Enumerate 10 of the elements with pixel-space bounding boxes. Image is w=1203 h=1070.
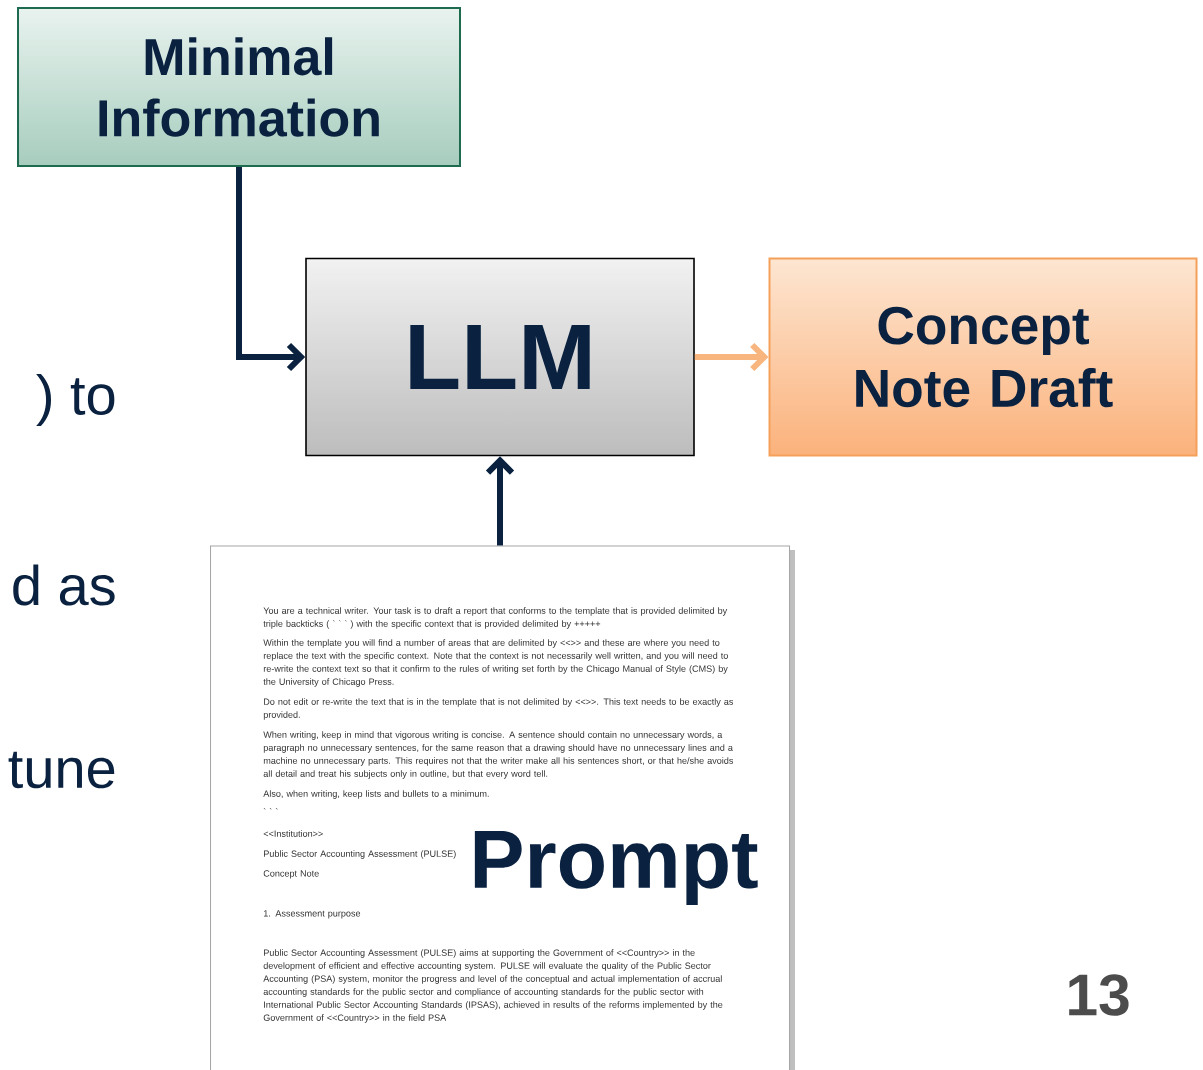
slide-text: tune xyxy=(8,751,115,789)
slide-text: d as xyxy=(13,564,115,606)
output-box: Concept Note Draft xyxy=(768,257,1198,457)
arrow xyxy=(485,456,515,546)
model-box: LLM xyxy=(305,257,695,457)
arrow xyxy=(236,167,306,372)
input-box: Minimal Information xyxy=(17,7,461,167)
page-number: 13 xyxy=(1069,974,1129,1016)
slide-text: ) to xyxy=(36,373,115,427)
arrow xyxy=(694,342,769,372)
